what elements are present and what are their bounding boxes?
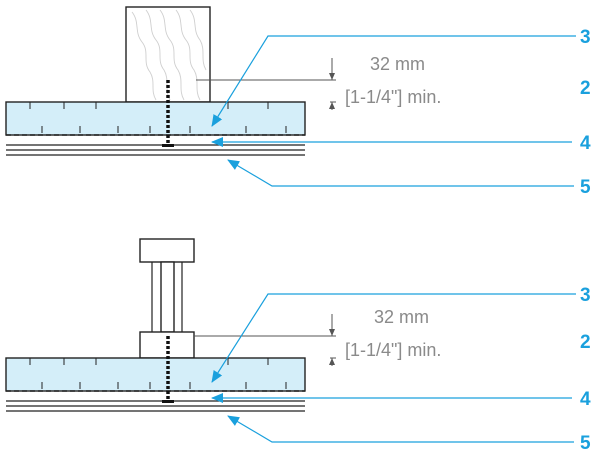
callout-4-label: 4 [580, 133, 591, 154]
gypsum-board-layer [5, 101, 306, 136]
dimension-metric-label: 32 mm [370, 54, 425, 74]
stud-bottom-flange [139, 331, 195, 359]
finish-layers [6, 400, 305, 412]
callout-5-label: 5 [580, 433, 591, 454]
gypsum-board-layer [5, 357, 306, 392]
steel-stud-detail: 32 mm [1-1/4"] min. 3 2 4 5 [5, 238, 591, 454]
callout-2-label: 2 [580, 78, 591, 99]
stud-top-flange [139, 238, 195, 263]
callout-5-leader [227, 159, 574, 187]
screw-icon [162, 80, 174, 147]
penetration-dimension [196, 58, 336, 110]
callout-2-label: 2 [580, 332, 591, 353]
callout-4-label: 4 [580, 389, 591, 410]
finish-layers [6, 144, 305, 156]
gypsum-board [5, 357, 306, 392]
screw-icon [162, 336, 174, 403]
board-tick-marks [29, 102, 287, 133]
dimension-metric-label: 32 mm [374, 307, 429, 327]
stud-web [160, 261, 175, 333]
callout-5-label: 5 [580, 177, 591, 198]
callout-3-leader [211, 35, 576, 127]
callout-leaders [211, 35, 576, 187]
callout-5-leader [227, 415, 574, 443]
callout-3-label: 3 [580, 285, 591, 306]
dimension-imperial-label: [1-1/4"] min. [345, 340, 441, 360]
board-tick-marks [29, 358, 287, 389]
callout-3-label: 3 [580, 27, 591, 48]
callout-leaders [211, 293, 576, 443]
callout-3-leader [211, 293, 576, 383]
steel-stud [139, 238, 195, 359]
wood-stud-detail: 32 mm [1-1/4"] min. 3 2 4 5 [5, 6, 591, 198]
gypsum-board [5, 101, 306, 136]
dimension-imperial-label: [1-1/4"] min. [345, 87, 441, 107]
penetration-dimension [194, 314, 336, 366]
